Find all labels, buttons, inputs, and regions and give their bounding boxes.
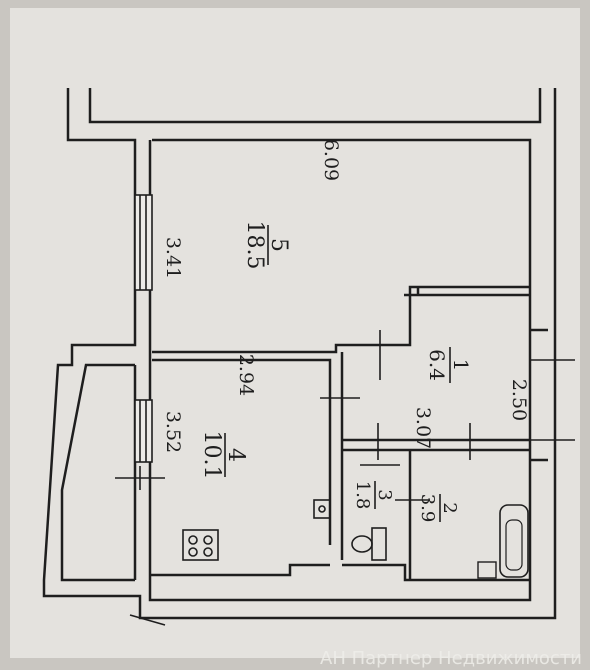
dimension-ticks bbox=[115, 330, 575, 626]
room-5-area: 18.5 bbox=[242, 221, 267, 270]
window-kitchen bbox=[134, 399, 153, 463]
paper-sheet bbox=[10, 8, 580, 658]
dim-top-width: 6.09 bbox=[320, 139, 342, 181]
dim-left-upper: 3.41 bbox=[162, 237, 184, 279]
sink-icon bbox=[313, 499, 331, 519]
washbasin-icon bbox=[477, 561, 497, 579]
dim-hall-width: 3.07 bbox=[412, 407, 434, 449]
room-5-label: 5 18.5 bbox=[242, 221, 291, 270]
partition-room5 bbox=[152, 285, 530, 354]
bathtub-icon bbox=[499, 504, 529, 578]
room-3-number: 3 bbox=[374, 489, 395, 500]
dimension-labels: 6.09 3.41 3.52 2.94 3.07 2.50 bbox=[162, 139, 530, 453]
window-room5 bbox=[134, 194, 153, 291]
room-labels: 5 18.5 4 10.1 1 6.4 3 1.8 2 3.9 bbox=[199, 221, 473, 523]
loggia-outline bbox=[60, 363, 135, 582]
stove-icon bbox=[182, 529, 219, 561]
dim-left-lower: 3.52 bbox=[162, 411, 184, 453]
dim-kitchen-width: 2.94 bbox=[235, 354, 257, 396]
room-5-number: 5 bbox=[266, 238, 291, 252]
fixtures bbox=[182, 499, 529, 579]
room-4-label: 4 10.1 bbox=[199, 431, 248, 480]
room-1-number: 1 bbox=[449, 359, 473, 372]
room-4-area: 10.1 bbox=[199, 431, 224, 480]
room-4-number: 4 bbox=[223, 448, 248, 462]
room-1-area: 6.4 bbox=[425, 349, 449, 381]
wc-bottom-wall bbox=[342, 563, 530, 582]
windows bbox=[134, 194, 153, 463]
room-2-number: 2 bbox=[439, 502, 460, 513]
dim-right-lower: 2.50 bbox=[508, 379, 530, 421]
room-2-area: 3.9 bbox=[417, 494, 438, 523]
room-3-area: 1.8 bbox=[352, 481, 373, 510]
partition-kitchen bbox=[152, 358, 332, 545]
top-wall-outer bbox=[88, 88, 542, 124]
kitchen-bottom-wall bbox=[150, 563, 330, 577]
room-3-label: 3 1.8 bbox=[352, 481, 395, 510]
toilet-icon bbox=[351, 527, 387, 561]
room-2-label: 2 3.9 bbox=[417, 494, 460, 523]
watermark-text: АН Партнер Недвижимости bbox=[320, 648, 582, 669]
room-1-label: 1 6.4 bbox=[425, 347, 473, 383]
